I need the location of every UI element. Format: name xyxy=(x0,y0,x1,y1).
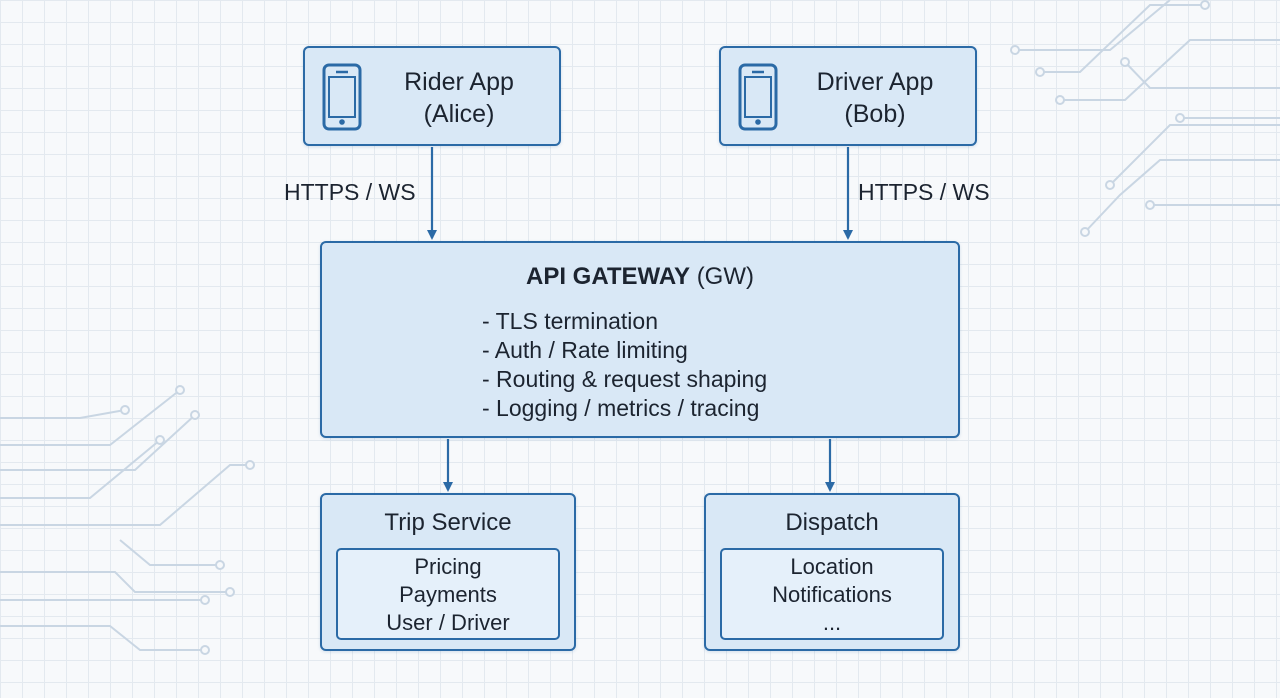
gateway-title-suffix: (GW) xyxy=(696,263,754,290)
gateway-feature: - Logging / metrics / tracing xyxy=(482,395,760,421)
edge-label-driver: HTTPS / WS xyxy=(858,179,990,205)
smartphone-icon xyxy=(322,63,362,131)
driver-app-user: (Bob) xyxy=(844,100,906,128)
dispatch-item: Notifications xyxy=(772,582,892,607)
api-gateway-node: API GATEWAY (GW) - TLS termination - Aut… xyxy=(320,241,960,438)
gateway-feature-list: - TLS termination - Auth / Rate limiting… xyxy=(482,307,767,423)
trip-service-title: Trip Service xyxy=(384,509,512,536)
gateway-feature: - Routing & request shaping xyxy=(482,366,768,392)
dispatch-item: Location xyxy=(790,554,874,579)
rider-app-user: (Alice) xyxy=(423,100,495,128)
gateway-feature: - TLS termination xyxy=(482,308,658,334)
trip-service-item: Payments xyxy=(399,582,497,607)
dispatch-components: Location Notifications ... xyxy=(720,548,944,640)
edge-label-rider: HTTPS / WS xyxy=(284,179,416,205)
smartphone-icon xyxy=(738,63,778,131)
trip-service-item: Pricing xyxy=(414,554,482,579)
driver-app-title: Driver App xyxy=(816,68,934,96)
trip-service-node: Trip Service Pricing Payments User / Dri… xyxy=(320,493,576,651)
dispatch-item: ... xyxy=(822,610,842,635)
gateway-feature: - Auth / Rate limiting xyxy=(482,337,688,363)
trip-service-item: User / Driver xyxy=(386,610,510,635)
dispatch-node: Dispatch Location Notifications ... xyxy=(704,493,960,651)
rider-app-title: Rider App xyxy=(404,68,514,96)
driver-app-node: Driver App (Bob) xyxy=(719,46,977,146)
rider-app-node: Rider App (Alice) xyxy=(303,46,561,146)
trip-service-components: Pricing Payments User / Driver xyxy=(336,548,560,640)
gateway-title-strong: API GATEWAY xyxy=(525,263,691,290)
dispatch-title: Dispatch xyxy=(785,509,879,536)
gateway-title: API GATEWAY (GW) xyxy=(322,263,958,291)
